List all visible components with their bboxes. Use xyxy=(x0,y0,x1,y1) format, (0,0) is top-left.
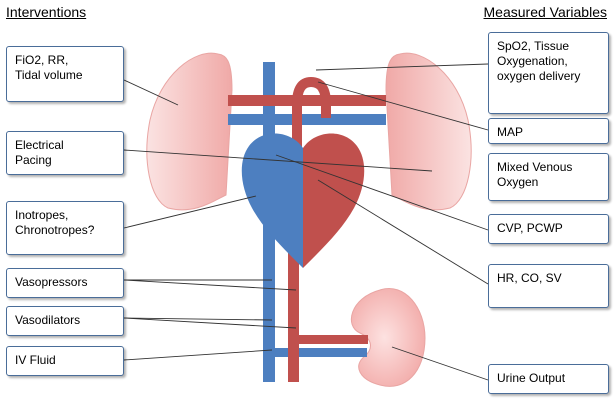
measured-box-hr-co-sv: HR, CO, SV xyxy=(488,264,609,308)
measured-box-mixed-venous: Mixed Venous Oxygen xyxy=(488,153,609,201)
aorta xyxy=(288,250,299,382)
left-lung xyxy=(147,53,232,210)
intervention-box-iv-fluid: IV Fluid xyxy=(6,346,124,376)
right-lung xyxy=(386,53,471,210)
measured-box-cvp-pcwp: CVP, PCWP xyxy=(488,214,609,244)
measured-box-oxygenation: SpO2, Tissue Oxygenation, oxygen deliver… xyxy=(488,32,609,114)
renal-vein xyxy=(263,348,367,357)
pulmonary-vessel-red xyxy=(228,95,386,106)
measured-box-map: MAP xyxy=(488,118,609,144)
intervention-box-ventilation: FiO2, RR, Tidal volume xyxy=(6,46,124,102)
intervention-box-vasopressors: Vasopressors xyxy=(6,268,124,298)
measured-box-urine-output: Urine Output xyxy=(488,364,609,394)
pulmonary-vessel-blue xyxy=(228,114,386,125)
intervention-box-inotropes: Inotropes, Chronotropes? xyxy=(6,201,124,255)
intervention-box-pacing: Electrical Pacing xyxy=(6,131,124,175)
intervention-box-vasodilators: Vasodilators xyxy=(6,306,124,336)
heart-left-side xyxy=(303,133,364,268)
renal-artery xyxy=(288,335,368,344)
